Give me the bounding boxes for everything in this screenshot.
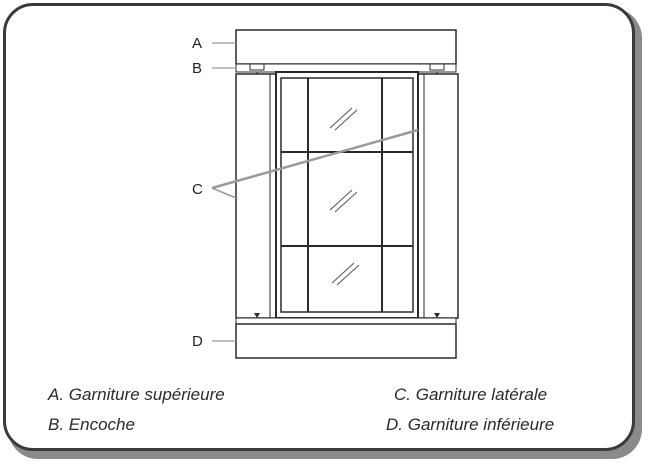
callout-label-c: C [192,181,203,198]
legend-item-a: A. Garniture supérieure [48,385,225,404]
notch-strip [235,63,457,73]
callout-label-a: A [192,35,202,52]
glass-reflection-bottom [331,262,360,286]
top-trim [235,29,457,65]
legend-item-c: C. Garniture latérale [394,385,548,404]
glass-reflection-middle [329,189,358,213]
callout-line-c-left [211,187,237,199]
legend-item-d: D. Garniture inférieure [386,415,555,434]
bottom-notch-strip [235,317,457,325]
notch-right [429,63,445,71]
glass-reflection-top [329,107,358,131]
callout-line-c-right [211,128,419,190]
right-side-trim [417,73,459,319]
callout-label-b: B [192,60,202,77]
bottom-notch-right-arrow [434,313,440,318]
bottom-trim [235,323,457,359]
callout-label-d: D [192,333,203,350]
bottom-notch-left-arrow [254,313,260,318]
legend-item-b: B. Encoche [48,415,135,434]
notch-left [249,63,265,71]
